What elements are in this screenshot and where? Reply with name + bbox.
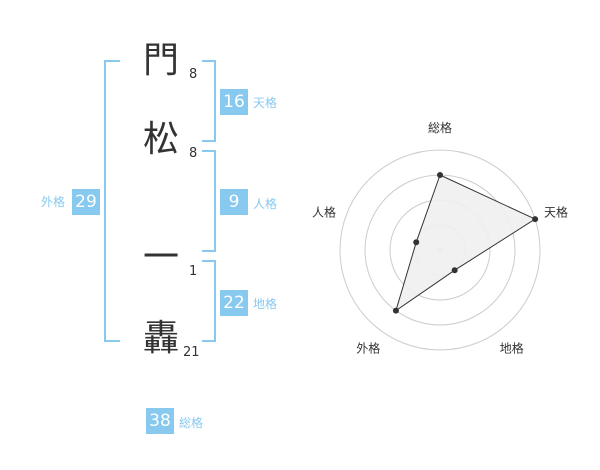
- radar-axis-label-3: 外格: [356, 341, 380, 356]
- stroke-count-3: 1: [189, 264, 198, 279]
- soukaku-value: 38: [146, 408, 174, 434]
- stroke-count-4: 21: [183, 345, 200, 360]
- tenkaku-bracket: [202, 60, 216, 142]
- chikaku-value: 22: [220, 290, 248, 316]
- radar-axis-label-4: 人格: [312, 204, 336, 219]
- radar-area: [395, 174, 537, 312]
- radar-axis-label-1: 天格: [544, 204, 568, 219]
- jinkaku-value: 9: [220, 189, 248, 215]
- radar-point-4: [413, 239, 420, 246]
- tenkaku-value: 16: [220, 89, 248, 115]
- radar-axis-label-2: 地格: [500, 341, 524, 356]
- tenkaku-label: 天格: [253, 96, 278, 110]
- name-structure: 門 8 松 8 一 1 轟 21 29 外格 16 天格 9 人格 22 地格 …: [41, 40, 278, 434]
- jinkaku-label: 人格: [253, 197, 278, 211]
- jinkaku-bracket: [202, 150, 216, 252]
- radar-axis-label-0: 総格: [428, 120, 452, 135]
- radar-point-0: [437, 172, 443, 178]
- name-char-4: 轟: [142, 318, 179, 359]
- name-char-1: 門: [142, 40, 179, 81]
- gaikaku-value: 29: [72, 189, 100, 215]
- chikaku-label: 地格: [253, 297, 278, 311]
- soukaku-label: 総格: [179, 416, 204, 430]
- radar-point-3: [392, 307, 399, 314]
- radar-point-1: [532, 216, 539, 223]
- name-char-2: 松: [142, 119, 179, 160]
- name-char-3: 一: [142, 237, 179, 278]
- gaikaku-bracket: [104, 60, 120, 342]
- radar-point-2: [451, 267, 458, 274]
- gaikaku-label: 外格: [41, 195, 66, 209]
- chikaku-bracket: [202, 260, 216, 342]
- stroke-count-1: 8: [189, 67, 198, 82]
- radar-ring-4: [339, 149, 541, 351]
- stroke-count-2: 8: [189, 146, 198, 161]
